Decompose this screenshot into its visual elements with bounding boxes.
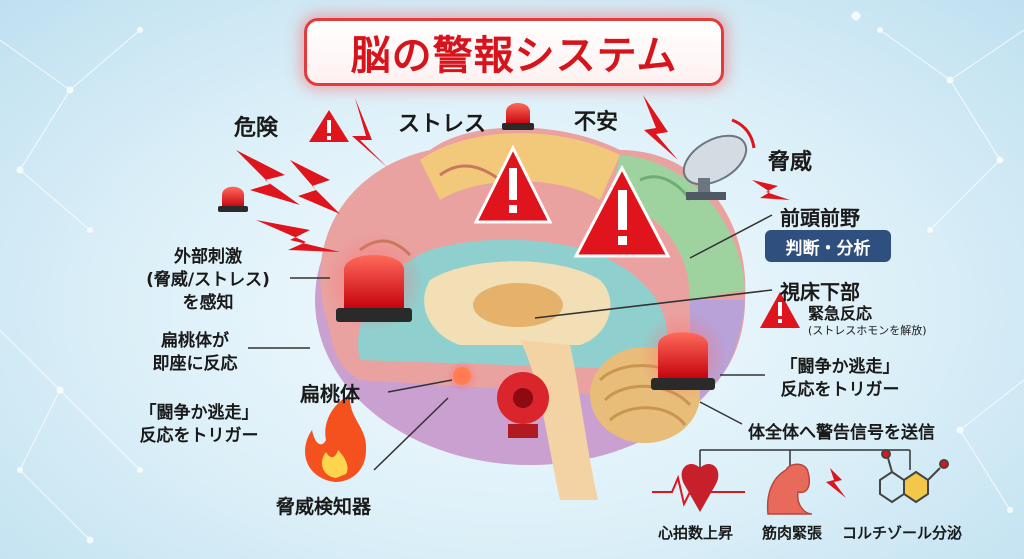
fire-icon: [305, 395, 366, 482]
prefrontal-function-badge: 判断・分析: [765, 230, 891, 262]
label-emergency-response: 緊急反応: [808, 300, 872, 324]
label-amygdala-reacts: 扁桃体が 即座に反応: [140, 330, 250, 376]
stressor-anxiety: 不安: [574, 104, 618, 136]
label-threat-detector: 脅威検知器: [276, 492, 371, 519]
page-title: 脳の警報システム: [304, 18, 724, 86]
effect-heart-rate: 心拍数上昇: [658, 522, 733, 543]
stressor-danger: 危険: [234, 110, 278, 142]
stressor-threat: 脅威: [768, 144, 812, 176]
label-external-stimulus: 外部刺激 (脅威/ストレス) を感知: [128, 246, 288, 315]
label-body-signal: 体全体へ警告信号を送信: [748, 418, 935, 443]
molecule-icon: [880, 450, 948, 502]
effect-muscle-tension: 筋肉緊張: [762, 522, 822, 543]
heart-icon: [652, 464, 745, 512]
effect-cortisol: コルチゾール分泌: [842, 522, 962, 543]
label-fight-or-flight-left: 「闘争か逃走」 反応をトリガー: [124, 402, 274, 448]
muscle-icon: [768, 464, 846, 514]
stressor-stress: ストレス: [398, 106, 486, 138]
label-stress-hormone-note: (ストレスホモンを解放): [808, 322, 927, 338]
network-lines-left: [0, 28, 143, 544]
label-amygdala: 扁桃体: [300, 378, 360, 407]
label-prefrontal-cortex: 前頭前野: [780, 202, 860, 231]
label-fight-or-flight-right: 「闘争か逃走」 反応をトリガー: [770, 356, 910, 402]
